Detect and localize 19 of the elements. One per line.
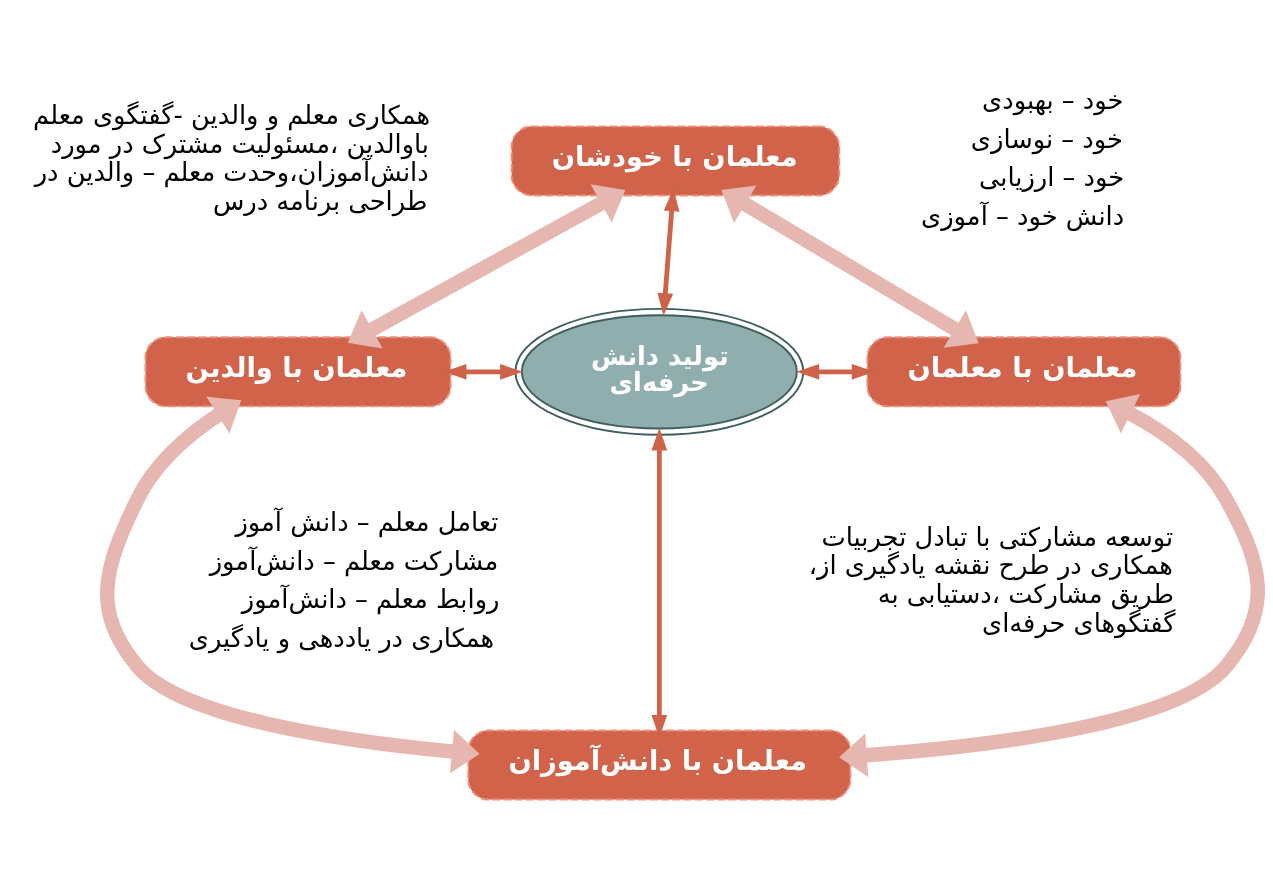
arrow xyxy=(100,396,480,774)
label: خود – نوسازی xyxy=(970,123,1123,154)
label: توسعه مشارکتی با تبادل تجربیات ،همکاری در طرح نقشه یادگیری از طریق مشارکت ،دستیابی به گفتگوهای حرفه‌ای xyxy=(808,521,1176,639)
node-box: معلمان با خودشان xyxy=(510,125,841,197)
label: خود – بهبودی xyxy=(982,85,1124,116)
label: دانش خود – آموزی xyxy=(921,200,1125,231)
arrow xyxy=(721,185,979,348)
label: همکاری معلم و والدین -گفتگوی معلم باوالدین ،مسئولیت مشترک در مورد دانش‌آموزان،وحدت معلم – والدین در طراحی برنامه درس xyxy=(33,99,431,217)
arrow xyxy=(347,184,626,349)
arrow xyxy=(839,394,1265,778)
node-box: معلمان با معلمان xyxy=(866,336,1182,408)
label: همکاری در یاددهی و یادگیری xyxy=(188,622,495,653)
label: تعامل معلم – دانش آموز xyxy=(235,507,499,538)
label: مشارکت معلم – دانش‌آموز xyxy=(209,545,499,576)
label: روابط معلم – دانش‌آموز xyxy=(241,584,500,615)
node-ellipse: تولید دانش حرفه‌ای xyxy=(514,307,805,436)
node-box: معلمان با والدین xyxy=(144,336,452,408)
label: خود – ارزیابی xyxy=(978,162,1125,193)
node-box: معلمان با دانش‌آموزان xyxy=(467,729,852,801)
